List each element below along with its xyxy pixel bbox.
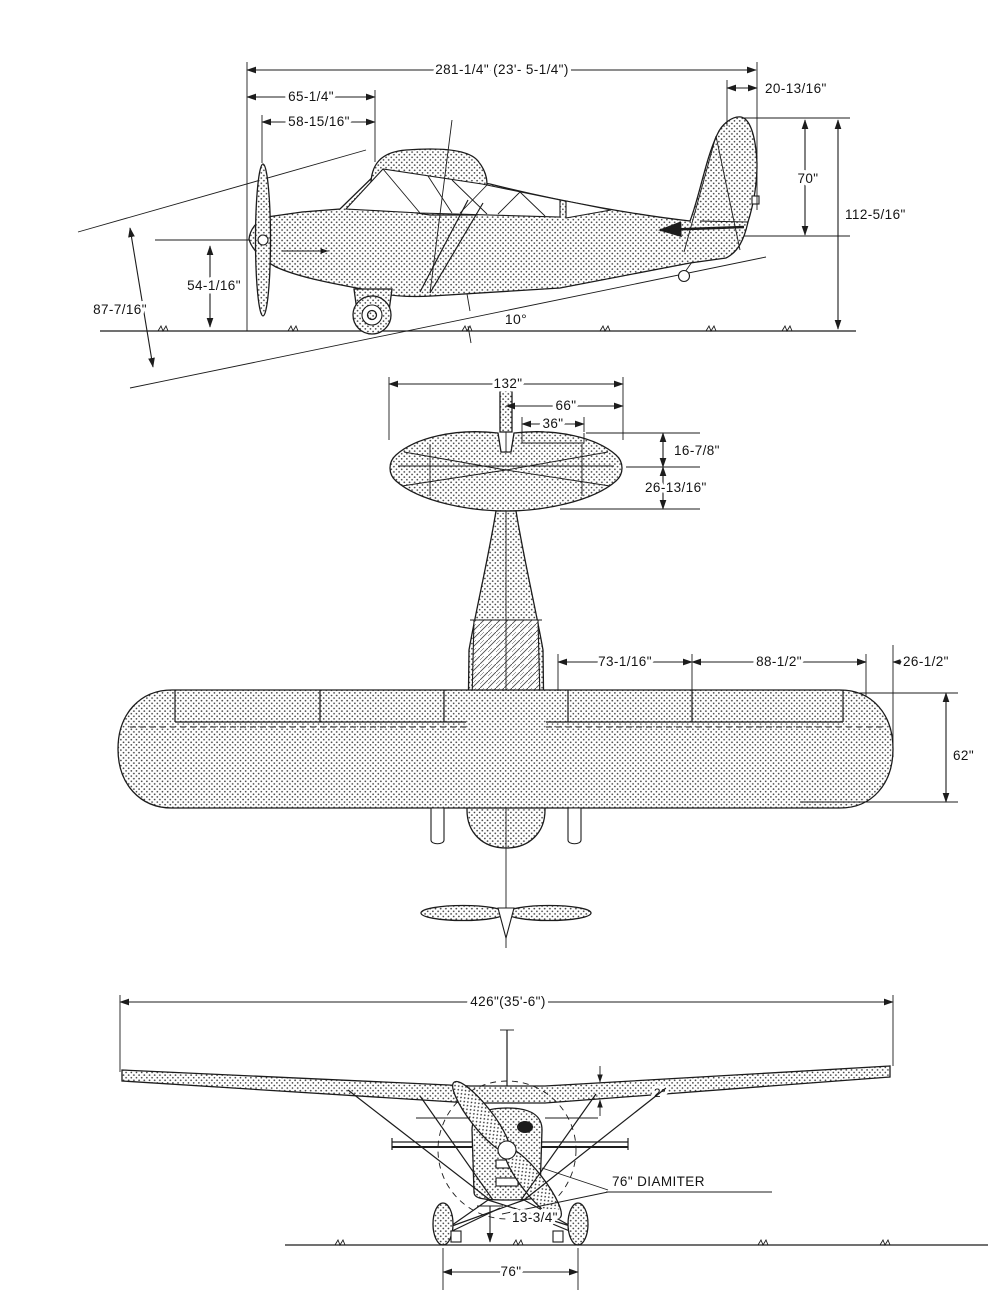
elevator-tab-span-label: 36" xyxy=(542,416,563,431)
intake-right xyxy=(517,1121,533,1133)
prop-diameter-leaders xyxy=(501,1167,772,1215)
propeller-hub-side xyxy=(257,234,269,246)
gear-stub-left-plan xyxy=(430,807,445,845)
thrust-line-height-label: 54-1/16" xyxy=(187,278,241,293)
rear-window xyxy=(565,200,612,219)
stabilizer-half-span-label: 66" xyxy=(555,398,576,413)
spinner-plan xyxy=(497,907,515,941)
wheel-track-label: 76" xyxy=(500,1264,521,1279)
plan-dimensions: 132" 66" 36" 16-7/8" 26-13/16" 73-1/16" … xyxy=(388,373,977,803)
tail-height-label: 112-5/16" xyxy=(845,207,906,222)
main-wheel-hub-side xyxy=(366,309,378,321)
stab-forward-chord-label: 16-7/8" xyxy=(674,443,720,458)
rudder-frames xyxy=(683,135,749,253)
rudder-hinge-marker xyxy=(751,195,760,205)
prop-plane-to-wing-label: 58-15/16" xyxy=(288,114,350,129)
prop-diameter-label: 76" DIAMITER xyxy=(612,1174,705,1189)
window-frames xyxy=(382,168,546,217)
tailwheel xyxy=(677,269,691,283)
ground-angle-label: 10° xyxy=(505,311,527,327)
tip-span-label: 26-1/2" xyxy=(903,654,949,669)
stabilizer-frames xyxy=(398,444,614,496)
wing-chord-label: 62" xyxy=(953,748,974,763)
tailcone-plan xyxy=(499,389,513,433)
spinner-to-wing-label: 65-1/4" xyxy=(288,89,334,104)
grass-tufts-front xyxy=(334,1238,891,1247)
wing-plan xyxy=(117,689,894,809)
grass-tufts xyxy=(157,324,793,333)
wing-struts-front xyxy=(347,1087,667,1201)
prop-blade-left-plan xyxy=(420,904,506,922)
stabilizer-side xyxy=(658,221,745,238)
side-dimensions: 281-1/4" (23'- 5-1/4") 65-1/4" 58-15/16"… xyxy=(90,59,909,368)
spinner-front xyxy=(497,1140,517,1160)
tailwheel-strut xyxy=(684,261,693,273)
wing-front xyxy=(121,1065,891,1104)
wheel-left-front xyxy=(432,1202,454,1246)
front-dimensions: 426"(35'-6") 76" DIAMITER 13-3/4" 76" xyxy=(119,991,894,1283)
stabilizer-span-label: 132" xyxy=(494,376,523,391)
stab-rear-chord-label: 26-13/16" xyxy=(645,480,707,495)
landing-gear-front xyxy=(447,1199,575,1233)
fin-chord-label: 20-13/16" xyxy=(765,81,827,96)
flap-span-label: 73-1/16" xyxy=(598,654,652,669)
wing-control-surfaces xyxy=(130,690,882,728)
axle-left xyxy=(450,1230,462,1243)
level-attitude-line xyxy=(77,149,367,233)
aileron-span-label: 88-1/2" xyxy=(756,654,802,669)
overall-length-label: 281-1/4" (23'- 5-1/4") xyxy=(435,62,569,77)
fin-height-label: 70" xyxy=(797,171,818,186)
side-view: 281-1/4" (23'- 5-1/4") 65-1/4" 58-15/16"… xyxy=(77,59,909,389)
prop-blade-right-plan xyxy=(506,904,592,922)
wing-span-label: 426"(35'-6") xyxy=(470,994,546,1009)
tilted-ground-line xyxy=(129,256,767,389)
level-line-height-label: 87-7/16" xyxy=(93,302,147,317)
gear-stub-right-plan xyxy=(567,807,582,845)
wheel-right-front xyxy=(567,1202,589,1246)
axle-right xyxy=(552,1230,564,1243)
prop-disc-front xyxy=(437,1080,577,1220)
lift-struts-side xyxy=(419,119,484,294)
front-view: 2° xyxy=(119,991,988,1290)
cowl-louver-2 xyxy=(495,1177,519,1187)
top-view: 132" 66" 36" 16-7/8" 26-13/16" 73-1/16" … xyxy=(117,373,977,948)
prop-clearance-label: 13-3/4" xyxy=(512,1210,558,1225)
elevator-tab-outline xyxy=(521,432,585,444)
